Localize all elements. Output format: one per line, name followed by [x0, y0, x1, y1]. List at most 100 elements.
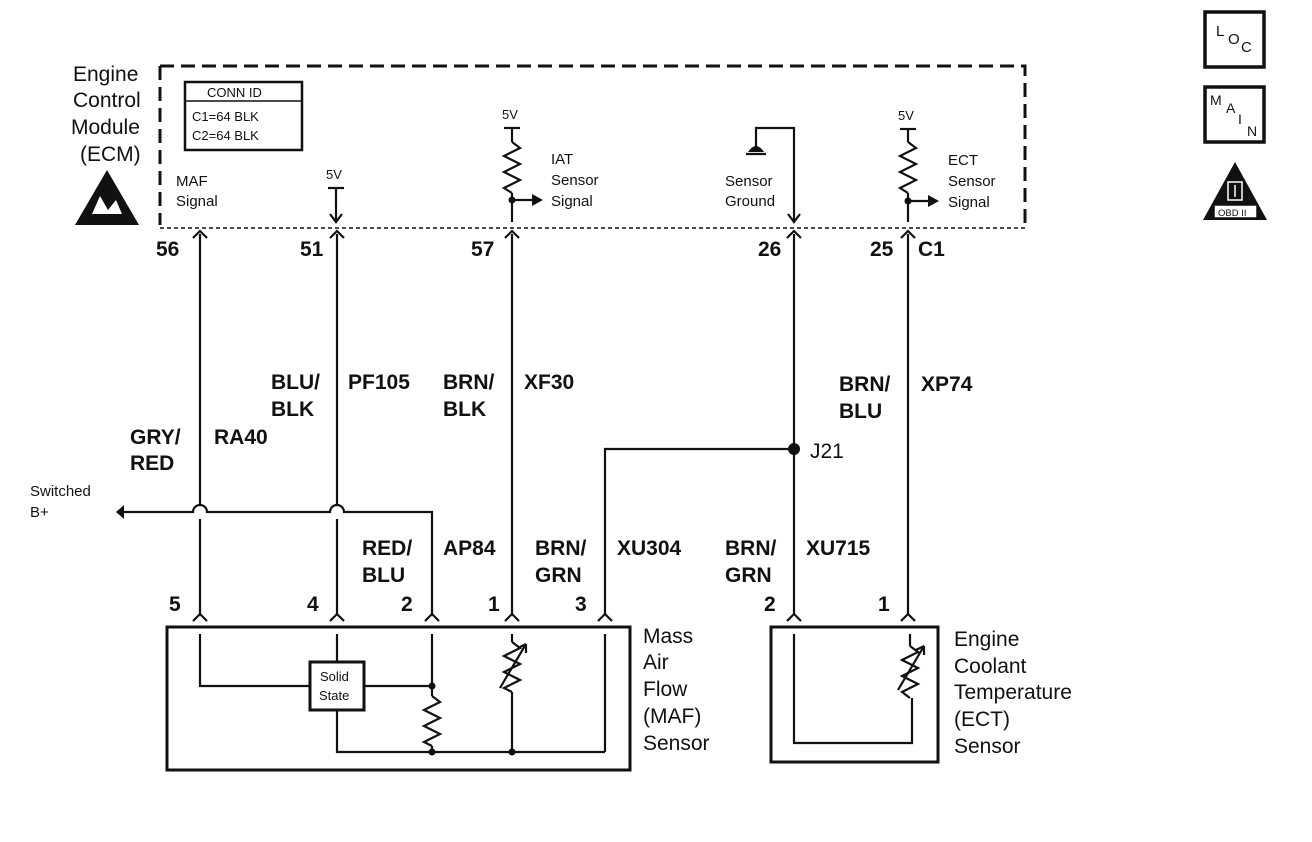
wire-label-blu-blk: BLU/ BLK PF105: [271, 371, 410, 421]
svg-text:Temperature: Temperature: [954, 681, 1072, 704]
wire-label-brn-grn-xu715: BRN/ GRN XU715: [725, 537, 871, 587]
loc-icon[interactable]: L O C: [1203, 10, 1266, 69]
ect-sensor-housing: [769, 625, 940, 764]
svg-text:BRN/: BRN/: [725, 537, 776, 560]
svg-text:C1: C1: [918, 238, 945, 261]
svg-text:BLU: BLU: [839, 400, 882, 423]
svg-text:Sensor: Sensor: [948, 173, 996, 190]
conn-id-box: CONN ID C1=64 BLK C2=64 BLK: [183, 80, 304, 152]
sensor-ground-symbol: [746, 126, 801, 224]
svg-text:2: 2: [401, 593, 413, 616]
ect-thermistor-circuit: [792, 634, 926, 745]
svg-text:(ECM): (ECM): [80, 143, 141, 166]
svg-text:XU715: XU715: [806, 537, 871, 560]
svg-text:XU304: XU304: [617, 537, 682, 560]
svg-text:RED: RED: [130, 452, 174, 475]
svg-text:BRN/: BRN/: [443, 371, 494, 394]
svg-text:Flow: Flow: [643, 678, 688, 701]
svg-text:(MAF): (MAF): [643, 705, 701, 728]
svg-text:51: 51: [300, 238, 324, 261]
svg-text:J21: J21: [810, 440, 844, 463]
svg-text:C: C: [1241, 39, 1252, 56]
svg-text:State: State: [319, 688, 349, 703]
svg-text:Signal: Signal: [551, 193, 593, 210]
obd-ii-icon[interactable]: OBD II: [1203, 162, 1267, 220]
wire-label-brn-blu: BRN/ BLU XP74: [839, 373, 973, 423]
svg-text:57: 57: [471, 238, 494, 261]
svg-text:MAF: MAF: [176, 173, 208, 190]
wire-label-brn-grn-xu304: BRN/ GRN XU304: [535, 537, 682, 587]
svg-text:Coolant: Coolant: [954, 655, 1027, 678]
svg-text:Sensor: Sensor: [551, 172, 599, 189]
svg-text:N: N: [1247, 123, 1257, 139]
ecm-title: Engine Control Module (ECM): [71, 63, 141, 166]
svg-text:RA40: RA40: [214, 426, 268, 449]
svg-text:Air: Air: [643, 651, 669, 674]
svg-text:1: 1: [488, 593, 500, 616]
svg-text:XP74: XP74: [921, 373, 973, 396]
svg-text:I: I: [1238, 111, 1242, 127]
maf-solid-state-module: Solid State: [308, 660, 366, 712]
maf-internal-circuit: [198, 634, 607, 756]
svg-text:BLK: BLK: [443, 398, 486, 421]
svg-text:BLU/: BLU/: [271, 371, 320, 394]
iat-signal-label: IAT Sensor Signal: [551, 151, 599, 210]
svg-text:C1=64 BLK: C1=64 BLK: [192, 109, 259, 124]
svg-text:26: 26: [758, 238, 781, 261]
main-icon[interactable]: M A I N: [1203, 85, 1266, 144]
svg-text:Sensor: Sensor: [954, 735, 1021, 758]
ect-pullup-resistor: 5V: [897, 108, 939, 222]
ect-sensor-label: Engine Coolant Temperature (ECT) Sensor: [954, 628, 1072, 758]
wire-label-red-blu: RED/ BLU AP84: [362, 537, 496, 587]
svg-text:Mass: Mass: [643, 625, 693, 648]
switched-b-plus-label: Switched B+: [30, 483, 91, 521]
svg-text:RED/: RED/: [362, 537, 412, 560]
svg-text:Solid: Solid: [320, 669, 349, 684]
svg-text:1: 1: [878, 593, 890, 616]
svg-text:ECT: ECT: [948, 152, 978, 169]
svg-text:B+: B+: [30, 504, 49, 521]
ect-pin-chevrons: [786, 612, 916, 622]
svg-text:CONN ID: CONN ID: [207, 85, 262, 100]
svg-text:4: 4: [307, 593, 319, 616]
ecm-boundary: [160, 64, 1027, 225]
svg-text:5V: 5V: [326, 167, 342, 182]
svg-text:C2=64 BLK: C2=64 BLK: [192, 128, 259, 143]
sensor-ground-label: Sensor Ground: [725, 173, 775, 210]
switched-b-plus-line: [116, 503, 434, 614]
svg-text:XF30: XF30: [524, 371, 574, 394]
splice-j21: J21: [603, 440, 844, 614]
esd-warning-icon: [75, 170, 139, 225]
svg-text:Signal: Signal: [948, 194, 990, 211]
svg-text:Control: Control: [73, 89, 141, 112]
svg-text:5: 5: [169, 593, 181, 616]
svg-text:Sensor: Sensor: [643, 732, 710, 755]
svg-text:Signal: Signal: [176, 193, 218, 210]
svg-text:Engine: Engine: [954, 628, 1019, 651]
svg-text:Engine: Engine: [73, 63, 138, 86]
ecm-pin-chevrons: [192, 229, 916, 239]
svg-text:GRN: GRN: [535, 564, 582, 587]
svg-text:BRN/: BRN/: [839, 373, 890, 396]
maf-signal-label: MAF Signal: [176, 173, 218, 210]
svg-text:BRN/: BRN/: [535, 537, 586, 560]
svg-text:5V: 5V: [502, 107, 518, 122]
five-volt-51: 5V: [326, 167, 344, 224]
svg-text:5V: 5V: [898, 108, 914, 123]
svg-text:Switched: Switched: [30, 483, 91, 500]
svg-text:A: A: [1226, 100, 1236, 116]
svg-text:IAT: IAT: [551, 151, 573, 168]
svg-text:Sensor: Sensor: [725, 173, 773, 190]
svg-text:3: 3: [575, 593, 587, 616]
maf-sensor-label: Mass Air Flow (MAF) Sensor: [643, 625, 710, 755]
svg-text:Module: Module: [71, 116, 140, 139]
svg-text:M: M: [1210, 92, 1222, 108]
svg-text:BLU: BLU: [362, 564, 405, 587]
svg-text:56: 56: [156, 238, 179, 261]
svg-text:BLK: BLK: [271, 398, 314, 421]
svg-text:O: O: [1228, 31, 1240, 48]
maf-pin-numbers: 5 4 2 1 3: [169, 593, 587, 616]
wire-label-brn-blk: BRN/ BLK XF30: [443, 371, 574, 421]
svg-text:(ECT): (ECT): [954, 708, 1010, 731]
